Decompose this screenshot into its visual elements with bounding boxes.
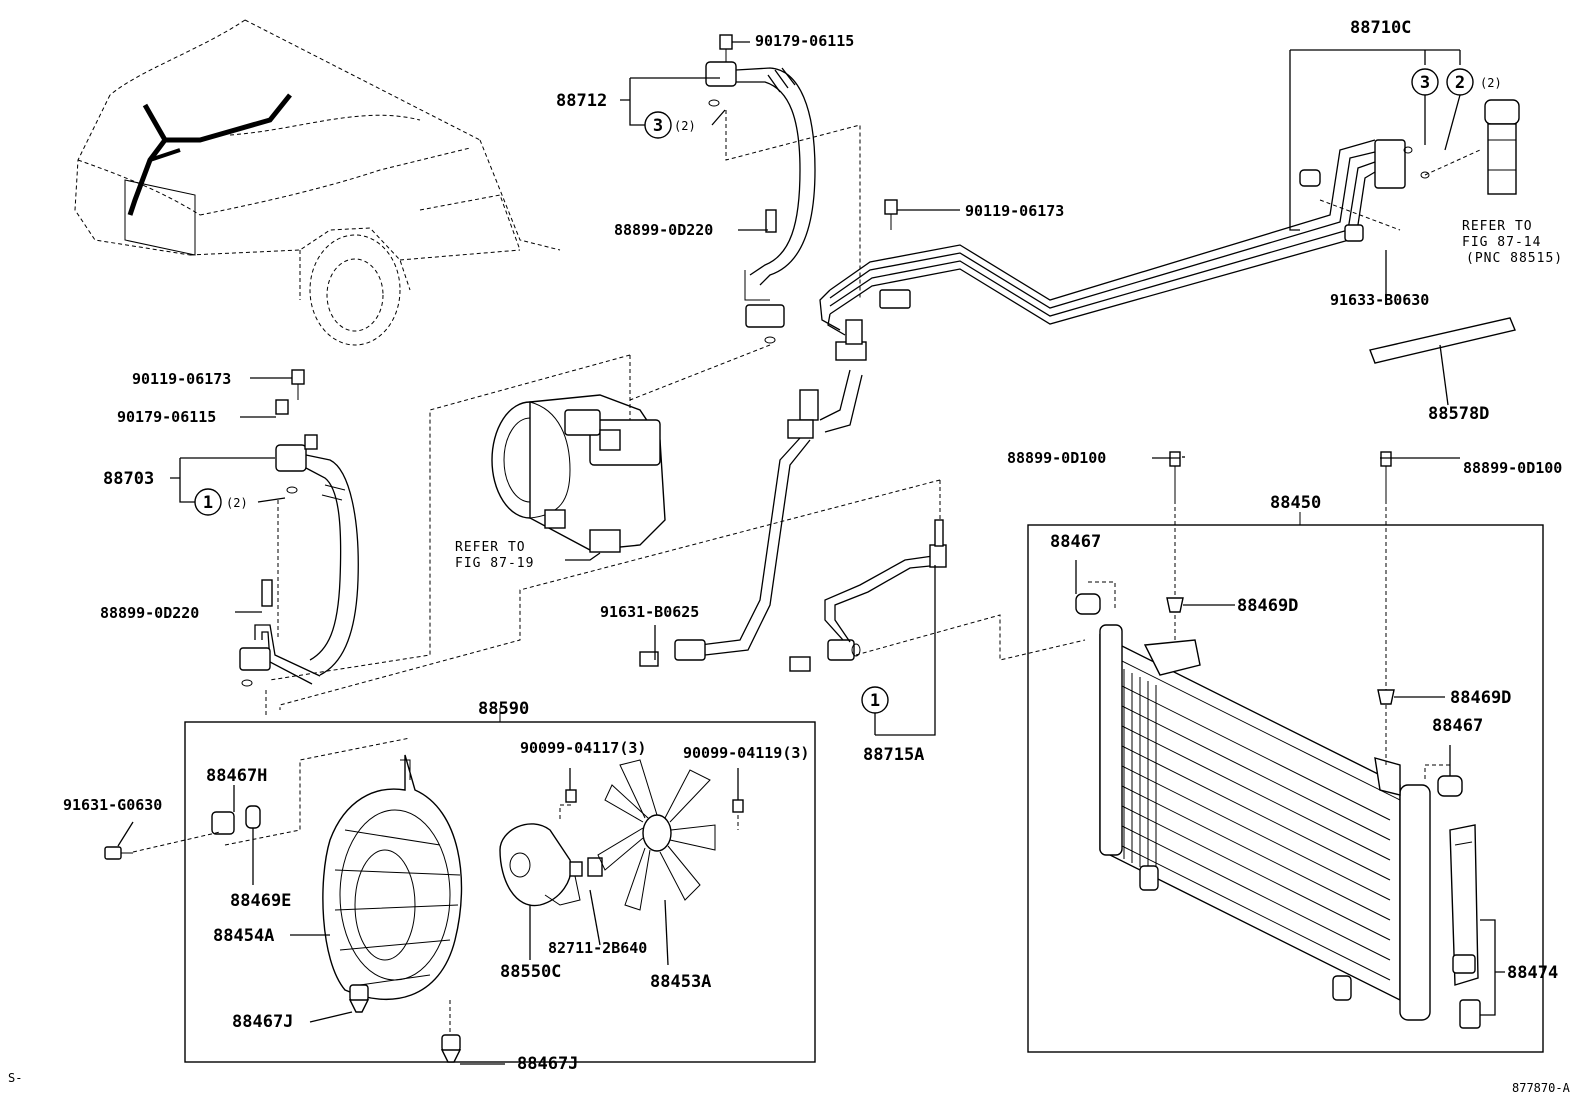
label-88467J-a: 88467J bbox=[232, 1012, 293, 1032]
label-90179-06115-left: 90179-06115 bbox=[117, 408, 216, 426]
label-91631-B0625: 91631-B0625 bbox=[600, 603, 699, 621]
label-88899-0D220-left: 88899-0D220 bbox=[100, 604, 199, 622]
note-refer-87-14-line2: FIG 87-14 bbox=[1462, 235, 1541, 250]
leader-lines bbox=[117, 41, 1505, 1065]
circle-1-label: 1 bbox=[203, 493, 213, 513]
label-88715A: 88715A bbox=[863, 745, 924, 765]
label-88578D: 88578D bbox=[1428, 404, 1489, 424]
part-labels: 88710C 88712 90179-06115 88899-0D220 901… bbox=[63, 18, 1563, 1074]
label-88467-a: 88467 bbox=[1050, 532, 1101, 552]
circle-1-center-label: 1 bbox=[870, 691, 880, 711]
discharge-hose-88703 bbox=[239, 369, 359, 715]
label-82711-2B640: 82711-2B640 bbox=[548, 939, 647, 957]
note-refer-87-14-line1: REFER TO bbox=[1462, 219, 1533, 234]
label-88550C: 88550C bbox=[500, 962, 561, 982]
label-88703: 88703 bbox=[103, 469, 154, 489]
suction-hose-88712 bbox=[629, 34, 861, 401]
note-refer-87-19-line2: FIG 87-19 bbox=[455, 556, 534, 571]
qty-2: (2) bbox=[1480, 76, 1502, 90]
label-90099-04119: 90099-04119(3) bbox=[683, 744, 809, 762]
label-90119-06173-mid: 90119-06173 bbox=[965, 202, 1064, 220]
label-88469E: 88469E bbox=[230, 891, 291, 911]
note-refer-87-14-line3: (PNC 88515) bbox=[1466, 251, 1563, 266]
seal-88578D bbox=[1369, 317, 1516, 364]
qty-3-top: (2) bbox=[674, 119, 696, 133]
label-88899-0D100-b: 88899-0D100 bbox=[1463, 459, 1562, 477]
label-88899-0D100-a: 88899-0D100 bbox=[1007, 449, 1106, 467]
label-90179-06115-top: 90179-06115 bbox=[755, 32, 854, 50]
label-90099-04117: 90099-04117(3) bbox=[520, 739, 646, 757]
label-88469D-b: 88469D bbox=[1450, 688, 1511, 708]
vehicle-illustration bbox=[74, 19, 561, 346]
footer-left-marker: S- bbox=[8, 1071, 22, 1085]
label-88590: 88590 bbox=[478, 699, 529, 719]
label-90119-06173-left: 90119-06173 bbox=[132, 370, 231, 388]
condenser-88450 bbox=[1027, 451, 1544, 1053]
note-refer-87-19-line1: REFER TO bbox=[455, 540, 526, 555]
circle-2-label: 2 bbox=[1455, 73, 1465, 93]
label-91631-G0630: 91631-G0630 bbox=[63, 796, 162, 814]
compressor bbox=[269, 354, 666, 681]
circle-3-label: 3 bbox=[653, 116, 663, 136]
label-88453A: 88453A bbox=[650, 972, 711, 992]
qty-1: (2) bbox=[226, 496, 248, 510]
label-88467J-b: 88467J bbox=[517, 1054, 578, 1074]
label-88710C: 88710C bbox=[1350, 18, 1411, 38]
label-88467-b: 88467 bbox=[1432, 716, 1483, 736]
label-88467H: 88467H bbox=[206, 766, 267, 786]
label-91633-B0630: 91633-B0630 bbox=[1330, 291, 1429, 309]
fan-assembly-88590 bbox=[104, 708, 816, 1063]
liquid-pipe-88710C bbox=[819, 99, 1520, 336]
callout-circle-2: 2 bbox=[1446, 68, 1474, 96]
callout-circle-1-center: 1 bbox=[861, 686, 889, 714]
label-88469D-a: 88469D bbox=[1237, 596, 1298, 616]
label-88712: 88712 bbox=[556, 91, 607, 111]
callout-circle-3-right: 3 bbox=[1411, 68, 1439, 96]
label-88454A: 88454A bbox=[213, 926, 274, 946]
label-88899-0D220-top: 88899-0D220 bbox=[614, 221, 713, 239]
callout-circle-3-top: 3 bbox=[644, 111, 672, 139]
callout-circle-1-left: 1 bbox=[194, 488, 222, 516]
label-88474: 88474 bbox=[1507, 963, 1558, 983]
label-88450: 88450 bbox=[1270, 493, 1321, 513]
discharge-pipe-88715A bbox=[279, 319, 1086, 710]
figure-number: 877870-A bbox=[1512, 1081, 1571, 1095]
circle-3-right-label: 3 bbox=[1420, 73, 1430, 93]
